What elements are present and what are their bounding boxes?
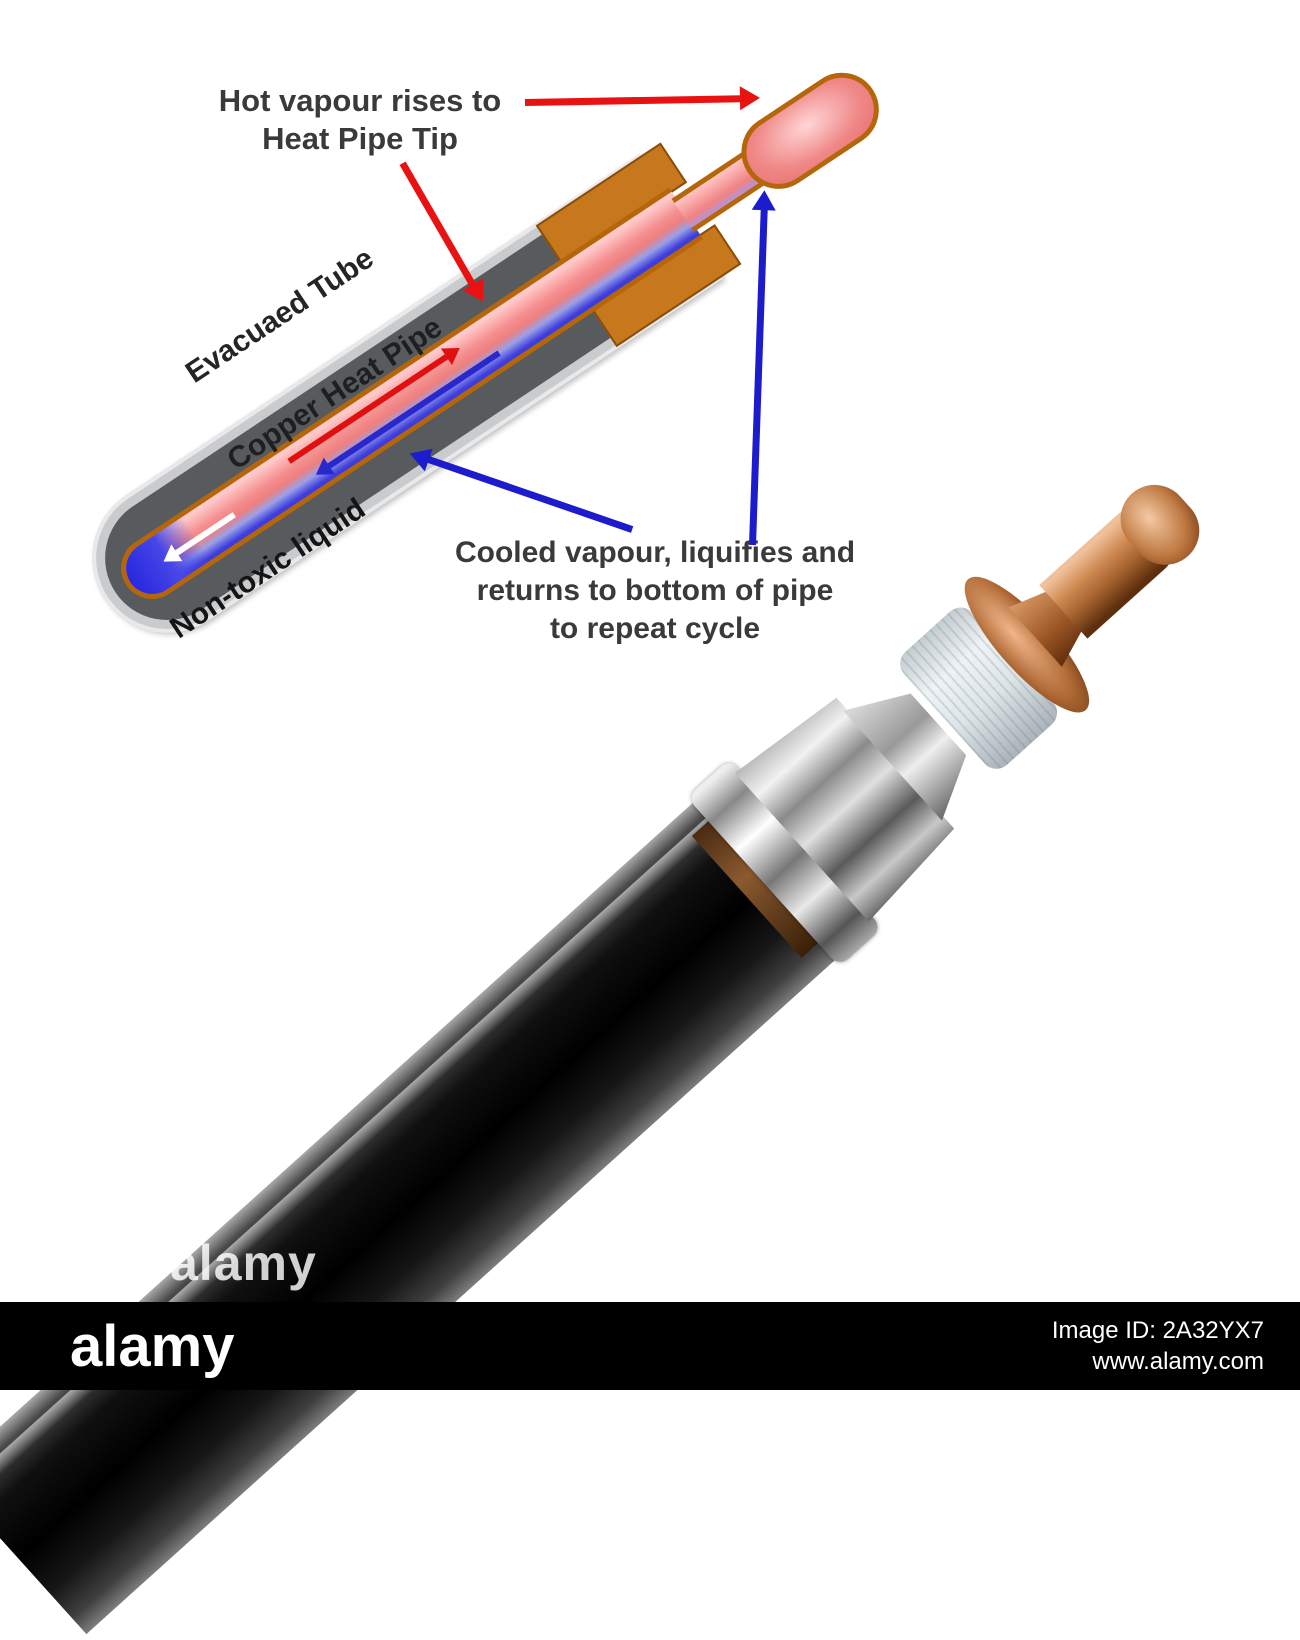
hot-vapour-pointer-arrow bbox=[524, 85, 761, 111]
alamy-logo: alamy bbox=[70, 1313, 235, 1379]
cooled-vapour-label-line2: returns to bottom of pipe bbox=[476, 574, 834, 607]
cooled-vapour-label: Cooled vapour, liquifies and returns to … bbox=[420, 534, 890, 648]
arrow-shaft bbox=[524, 94, 743, 106]
arrow-head-icon bbox=[739, 85, 761, 111]
image-id-text: Image ID: 2A32YX7 bbox=[1051, 1317, 1264, 1344]
arrow-shaft bbox=[425, 456, 634, 534]
footer-meta: Image ID: 2A32YX7 www.alamy.com bbox=[1052, 1315, 1264, 1377]
photo-black-glass-tube bbox=[0, 800, 837, 1635]
hot-vapour-label-line2: Heat Pipe Tip bbox=[262, 121, 458, 156]
arrow-head-icon bbox=[751, 189, 777, 211]
arrow-shaft bbox=[399, 161, 478, 288]
hot-vapour-label: Hot vapour rises to Heat Pipe Tip bbox=[190, 82, 530, 158]
hot-vapour-into-tube-arrow bbox=[399, 161, 494, 308]
website-text: www.alamy.com bbox=[1092, 1348, 1264, 1375]
alamy-footer-bar: alamy Image ID: 2A32YX7 www.alamy.com bbox=[0, 1302, 1300, 1390]
cooled-vapour-label-line1: Cooled vapour, liquifies and bbox=[454, 536, 856, 569]
cooled-vapour-label-line3: to repeat cycle bbox=[549, 612, 761, 645]
alamy-watermark: alamy bbox=[170, 1235, 317, 1291]
hot-vapour-label-line1: Hot vapour rises to bbox=[218, 83, 502, 118]
cooled-vapour-to-pipe-arrow bbox=[405, 442, 634, 534]
